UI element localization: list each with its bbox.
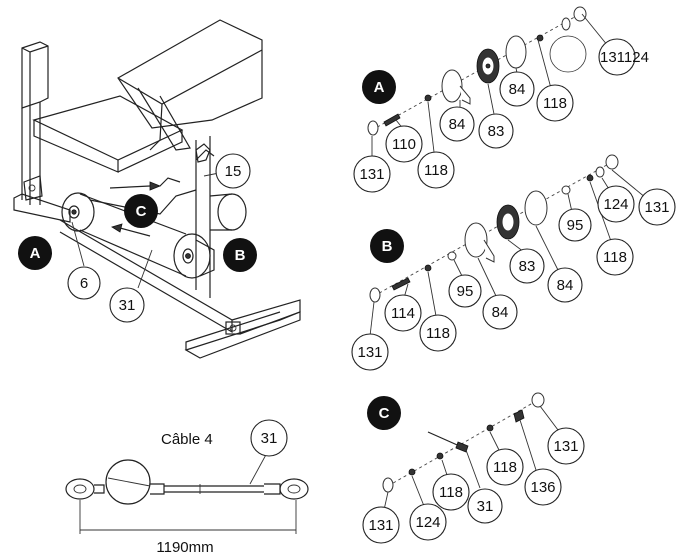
callout-31-main: 31 [109, 287, 145, 323]
svg-text:31: 31 [261, 430, 278, 447]
badge-a-main: A [18, 236, 52, 270]
svg-text:C: C [379, 405, 390, 422]
callout-136: 136 [524, 468, 562, 506]
callout-118-a-low: 118 [417, 151, 455, 189]
svg-text:118: 118 [439, 484, 463, 501]
badge-a: A [362, 70, 396, 104]
svg-text:83: 83 [519, 258, 536, 275]
badge-c: C [367, 396, 401, 430]
callout-83-a: 83 [478, 113, 514, 149]
callout-131-c-right: 131 [547, 427, 585, 465]
svg-text:B: B [235, 247, 246, 264]
svg-text:84: 84 [449, 116, 466, 133]
callout-131-b: 131 [638, 188, 676, 226]
callout-83-b: 83 [509, 248, 545, 284]
callout-118-c: 118 [486, 448, 524, 486]
svg-text:84: 84 [509, 81, 526, 98]
bench-machine-drawing [13, 19, 301, 359]
callout-118-b-right: 118 [596, 238, 634, 276]
callout-84-b-right: 84 [547, 267, 583, 303]
badge-c-main: C [124, 194, 158, 228]
svg-text:131: 131 [368, 517, 393, 534]
svg-text:124: 124 [603, 196, 628, 213]
svg-text:A: A [30, 245, 41, 262]
callout-95-b-left: 95 [448, 274, 482, 308]
callout-118-b-left: 118 [419, 314, 457, 352]
svg-text:114: 114 [391, 305, 415, 322]
svg-text:136: 136 [530, 479, 555, 496]
svg-text:118: 118 [543, 95, 567, 112]
callout-114: 114 [384, 294, 422, 332]
callout-131-124: 131124 [598, 38, 649, 76]
callout-95-b-right: 95 [558, 208, 592, 242]
svg-text:31: 31 [477, 498, 494, 515]
svg-text:B: B [382, 238, 393, 255]
svg-text:84: 84 [557, 277, 574, 294]
callout-131-b-left: 131 [351, 333, 389, 371]
svg-text:131: 131 [359, 166, 384, 183]
svg-text:118: 118 [493, 459, 517, 476]
callout-118-a-top: 118 [536, 84, 574, 122]
cable-title: Câble 4 [161, 431, 213, 448]
badge-b: B [370, 229, 404, 263]
svg-text:124: 124 [415, 514, 440, 531]
svg-text:84: 84 [492, 304, 509, 321]
exploded-view-c [382, 392, 545, 493]
exploded-view-a [367, 6, 587, 136]
callout-84-a-mid: 84 [439, 106, 475, 142]
callout-6: 6 [67, 266, 101, 300]
svg-text:131124: 131124 [600, 49, 649, 66]
callout-84-b-left: 84 [482, 294, 518, 330]
svg-text:83: 83 [488, 123, 505, 140]
svg-text:131: 131 [357, 344, 382, 361]
svg-text:118: 118 [603, 249, 627, 266]
callout-31-cable: 31 [250, 419, 288, 457]
svg-text:110: 110 [392, 136, 416, 153]
callout-118-c-left: 118 [432, 473, 470, 511]
svg-text:A: A [374, 79, 385, 96]
callout-110: 110 [385, 125, 423, 163]
svg-text:C: C [136, 203, 147, 220]
cable-drawing: Câble 4 [65, 431, 309, 534]
callout-124-c: 124 [409, 503, 447, 541]
callout-131-a-low: 131 [353, 155, 391, 193]
cable-length-label: 1190mm [156, 539, 213, 556]
svg-text:118: 118 [424, 162, 448, 179]
svg-text:95: 95 [457, 283, 474, 300]
svg-text:131: 131 [553, 438, 578, 455]
callout-31-c: 31 [467, 488, 503, 524]
svg-text:95: 95 [567, 217, 584, 234]
svg-text:15: 15 [225, 163, 242, 180]
callout-131-c-left: 131 [362, 506, 400, 544]
callout-124-b: 124 [597, 185, 635, 223]
svg-text:6: 6 [80, 275, 88, 292]
svg-text:131: 131 [644, 199, 669, 216]
badge-b-main: B [223, 238, 257, 272]
callout-84-a-top: 84 [499, 71, 535, 107]
exploded-view-b [369, 154, 619, 303]
callout-15: 15 [215, 153, 251, 189]
svg-text:118: 118 [426, 325, 450, 342]
svg-text:31: 31 [119, 297, 136, 314]
